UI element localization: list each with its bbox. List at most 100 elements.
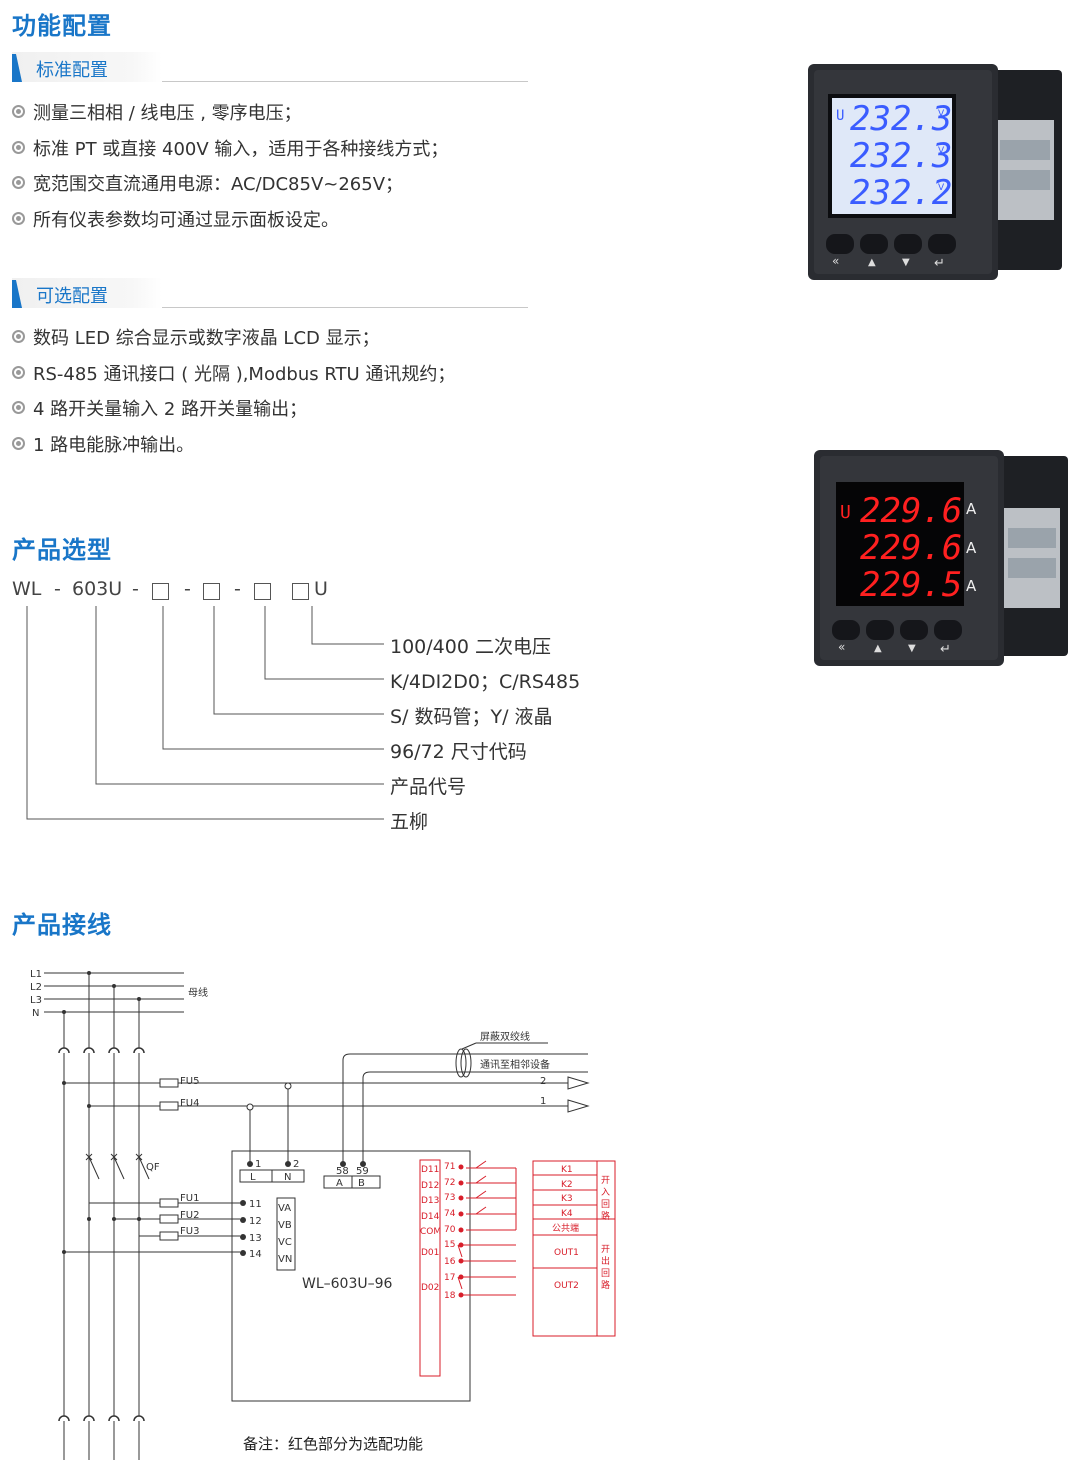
heading-bar-icon bbox=[12, 280, 22, 308]
led-value: 229.6 bbox=[860, 528, 962, 568]
input-k3: K3 bbox=[561, 1194, 573, 1204]
breaker-label: QF bbox=[146, 1162, 160, 1173]
svg-text:D11: D11 bbox=[421, 1165, 439, 1175]
svg-text:16: 16 bbox=[444, 1257, 456, 1267]
svg-text:回: 回 bbox=[601, 1199, 610, 1210]
subsection-standard: 标准配置 bbox=[12, 52, 528, 82]
svg-text:L: L bbox=[250, 1172, 256, 1183]
bullet-icon bbox=[12, 176, 25, 189]
fuse-fu1: FU1 bbox=[180, 1193, 199, 1204]
lcd-meter-image: U 232.3 232.3 232.2 V V V « ▲ ▼ ↵ bbox=[808, 64, 1062, 280]
subsection-optional: 可选配置 bbox=[12, 278, 528, 308]
fuse-fu3: FU3 bbox=[180, 1226, 199, 1237]
svg-text:N: N bbox=[284, 1172, 291, 1183]
svg-text:59: 59 bbox=[356, 1166, 369, 1177]
selection-label: 100/400 二次电压 bbox=[390, 636, 551, 658]
bus-label-l2: L2 bbox=[30, 982, 42, 993]
down-arrow-icon: ▼ bbox=[902, 257, 910, 268]
svg-text:回: 回 bbox=[601, 1268, 610, 1279]
list-item: 数码 LED 综合显示或数字液晶 LCD 显示； bbox=[12, 324, 455, 360]
svg-text:71: 71 bbox=[444, 1162, 455, 1172]
svg-text:路: 路 bbox=[601, 1210, 610, 1222]
subsection-title: 标准配置 bbox=[36, 60, 108, 81]
led-unit: A bbox=[966, 500, 977, 518]
bus-label-l3: L3 bbox=[30, 995, 42, 1006]
bus-label-n: N bbox=[32, 1008, 39, 1019]
up-arrow-icon: ▲ bbox=[868, 257, 876, 268]
comm-port-1: 1 bbox=[540, 1096, 546, 1107]
selection-label: K/4DI2D0；C/RS485 bbox=[390, 671, 581, 693]
svg-text:开: 开 bbox=[601, 1175, 610, 1186]
svg-text:14: 14 bbox=[249, 1249, 262, 1260]
selection-label: 96/72 尺寸代码 bbox=[390, 741, 527, 763]
fuse-fu5: FU5 bbox=[180, 1076, 199, 1087]
enter-icon: ↵ bbox=[940, 642, 951, 657]
bullet-icon bbox=[12, 211, 25, 225]
svg-text:72: 72 bbox=[444, 1178, 455, 1188]
lcd-unit: V bbox=[938, 146, 945, 156]
svg-text:COM: COM bbox=[420, 1227, 441, 1237]
list-item: RS-485 通讯接口 ( 光隔 ),Modbus RTU 通讯规约； bbox=[12, 360, 455, 396]
subsection-title: 可选配置 bbox=[36, 286, 108, 307]
svg-text:VB: VB bbox=[278, 1220, 292, 1231]
bus-name: 母线 bbox=[188, 986, 208, 999]
bullet-icon bbox=[12, 436, 25, 450]
bus-label-l1: L1 bbox=[30, 969, 42, 980]
svg-text:12: 12 bbox=[249, 1216, 262, 1227]
svg-text:D14: D14 bbox=[421, 1212, 440, 1222]
svg-text:74: 74 bbox=[444, 1209, 456, 1219]
code-box bbox=[292, 583, 309, 600]
code-box bbox=[203, 583, 220, 600]
led-value: 229.6 bbox=[860, 491, 962, 531]
bullet-icon bbox=[12, 401, 25, 414]
down-arrow-icon: ▼ bbox=[908, 643, 916, 654]
svg-text:开: 开 bbox=[601, 1244, 610, 1255]
bullet-icon bbox=[12, 365, 25, 379]
svg-text:VN: VN bbox=[278, 1254, 292, 1265]
wiring-note: 备注：红色部分为选配功能 bbox=[243, 1435, 424, 1453]
output-1: OUT1 bbox=[554, 1248, 579, 1258]
comm-port-2: 2 bbox=[540, 1076, 546, 1087]
comm-label: 通讯至相邻设备 bbox=[480, 1058, 550, 1071]
svg-text:A: A bbox=[336, 1178, 343, 1189]
lcd-value: 232.3 bbox=[850, 136, 952, 176]
led-unit: A bbox=[966, 577, 977, 595]
svg-text:VC: VC bbox=[278, 1237, 292, 1248]
input-k2: K2 bbox=[561, 1180, 573, 1190]
lcd-unit: V bbox=[938, 109, 945, 119]
list-item: 标准 PT 或直接 400V 输入，适用于各种接线方式； bbox=[12, 135, 448, 171]
selection-leader-lines bbox=[26, 606, 384, 820]
section-title-selection: 产品选型 bbox=[12, 536, 112, 564]
svg-text:15: 15 bbox=[444, 1240, 455, 1250]
svg-text:58: 58 bbox=[336, 1166, 349, 1177]
led-symbol: U bbox=[840, 502, 851, 523]
lcd-symbol: U bbox=[836, 108, 844, 124]
svg-text:B: B bbox=[358, 1178, 365, 1189]
svg-text:D01: D01 bbox=[421, 1248, 439, 1258]
svg-text:73: 73 bbox=[444, 1193, 455, 1203]
list-item: 测量三相相 / 线电压 , 零序电压； bbox=[12, 99, 448, 135]
enter-icon: ↵ bbox=[934, 256, 945, 271]
led-unit: A bbox=[966, 539, 977, 557]
svg-text:13: 13 bbox=[249, 1233, 262, 1244]
svg-text:入: 入 bbox=[601, 1187, 610, 1198]
svg-text:VA: VA bbox=[278, 1203, 291, 1214]
svg-text:17: 17 bbox=[444, 1273, 455, 1283]
fuse-fu4: FU4 bbox=[180, 1098, 199, 1109]
section-title-features: 功能配置 bbox=[12, 12, 112, 40]
output-2: OUT2 bbox=[554, 1281, 579, 1291]
svg-text:D13: D13 bbox=[421, 1196, 439, 1206]
svg-text:11: 11 bbox=[249, 1199, 262, 1210]
model-suffix: U bbox=[314, 578, 328, 600]
bullet-icon bbox=[12, 140, 25, 154]
lcd-value: 232.3 bbox=[850, 99, 952, 139]
list-item: 宽范围交直流通用电源：AC/DC85V~265V； bbox=[12, 170, 448, 206]
lcd-unit: V bbox=[938, 183, 945, 193]
lcd-value: 232.2 bbox=[850, 173, 952, 213]
optional-feature-list: 数码 LED 综合显示或数字液晶 LCD 显示； RS-485 通讯接口 ( 光… bbox=[12, 324, 455, 466]
left-arrow-icon: « bbox=[838, 640, 845, 654]
svg-text:出: 出 bbox=[601, 1255, 610, 1267]
svg-text:路: 路 bbox=[601, 1279, 610, 1291]
led-value: 229.5 bbox=[860, 565, 962, 605]
section-title-wiring: 产品接线 bbox=[12, 911, 112, 939]
